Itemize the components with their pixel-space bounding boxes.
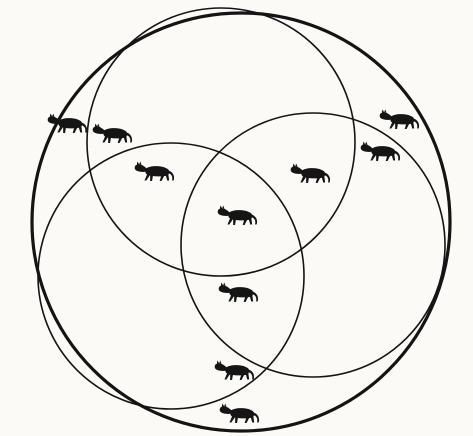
walking-cat-icon: [361, 142, 400, 161]
walking-cat-icon: [220, 404, 259, 423]
walking-cat-icon: [93, 124, 132, 143]
left-circle: [38, 143, 304, 409]
cat-group: [48, 110, 419, 423]
walking-cat-icon: [219, 283, 258, 302]
walking-cat-icon: [215, 361, 254, 380]
walking-cat-icon: [291, 164, 330, 183]
walking-cat-icon: [218, 206, 257, 225]
walking-cat-icon: [135, 162, 174, 181]
walking-cat-icon: [380, 110, 419, 129]
